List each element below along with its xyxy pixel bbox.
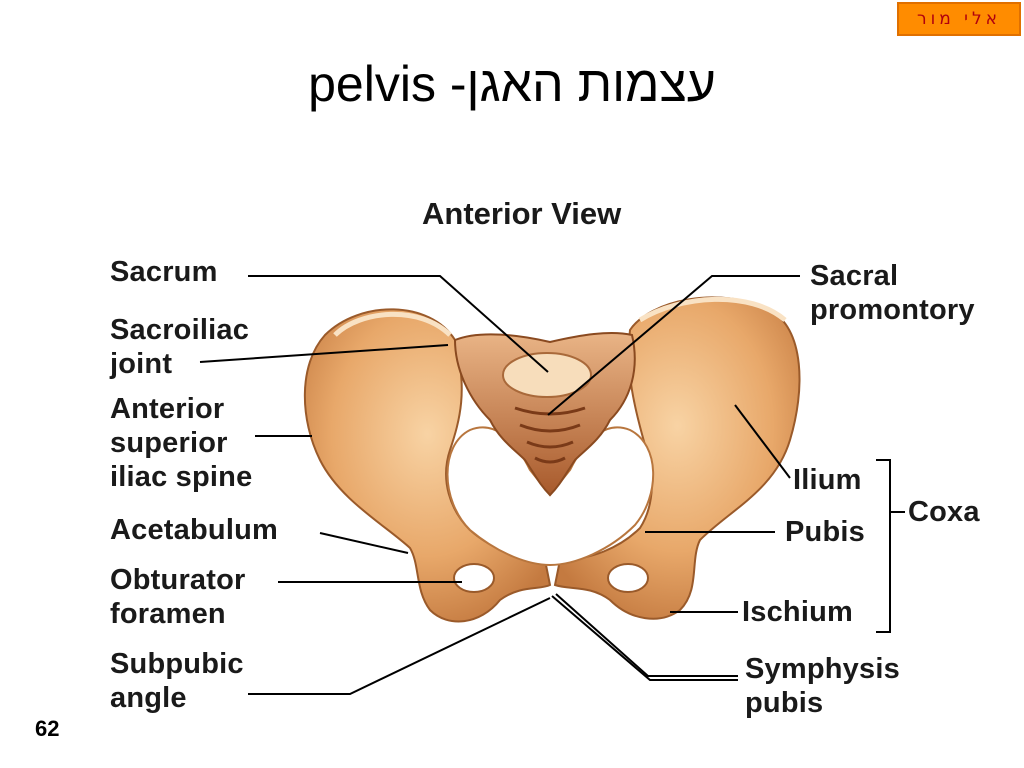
label-pubis: Pubis (785, 516, 865, 548)
label-asis: Anterior superior iliac spine (110, 393, 253, 493)
author-badge-text: אלי מור (917, 9, 1002, 29)
sacral-body (502, 352, 592, 398)
leader-promontory (547, 275, 800, 416)
label-coxa: Coxa (908, 496, 980, 528)
label-subpubic-angle: Subpubic angle (110, 648, 244, 714)
left-obturator-foramen (453, 563, 495, 593)
label-sacral-promontory: Sacral promontory (810, 260, 975, 326)
label-obturator-foramen: Obturator foramen (110, 564, 246, 630)
leader-sacrum (248, 275, 549, 373)
right-obturator-foramen (607, 563, 649, 593)
leader-acetabulum (319, 532, 409, 554)
label-sacrum: Sacrum (110, 256, 218, 288)
slide-title-english: pelvis (308, 56, 436, 112)
right-iliac-crest (638, 296, 787, 323)
left-hip-bone (303, 308, 552, 623)
slide-title-hebrew: עצמות האגן- (449, 56, 716, 112)
leader-subpubic (248, 597, 551, 695)
coxa-bracket (876, 459, 891, 633)
leader-sacroiliac (199, 344, 449, 363)
label-symphysis-pubis: Symphysis pubis (745, 653, 900, 719)
leader-ilium (734, 404, 791, 479)
label-ischium: Ischium (742, 596, 853, 628)
label-ilium: Ilium (793, 464, 862, 496)
label-sacroiliac-joint: Sacroiliac joint (110, 314, 250, 380)
leader-lines (199, 275, 905, 695)
leader-symphysis-double (555, 593, 738, 677)
slide-title: pelvis עצמות האגן- (0, 55, 1024, 113)
left-iliac-crest (333, 311, 452, 337)
author-badge: אלי מור (897, 2, 1021, 36)
leader-symphysis (551, 595, 738, 681)
page-number: 62 (35, 716, 60, 741)
diagram-view-title: Anterior View (422, 196, 622, 231)
label-acetabulum: Acetabulum (110, 514, 278, 546)
